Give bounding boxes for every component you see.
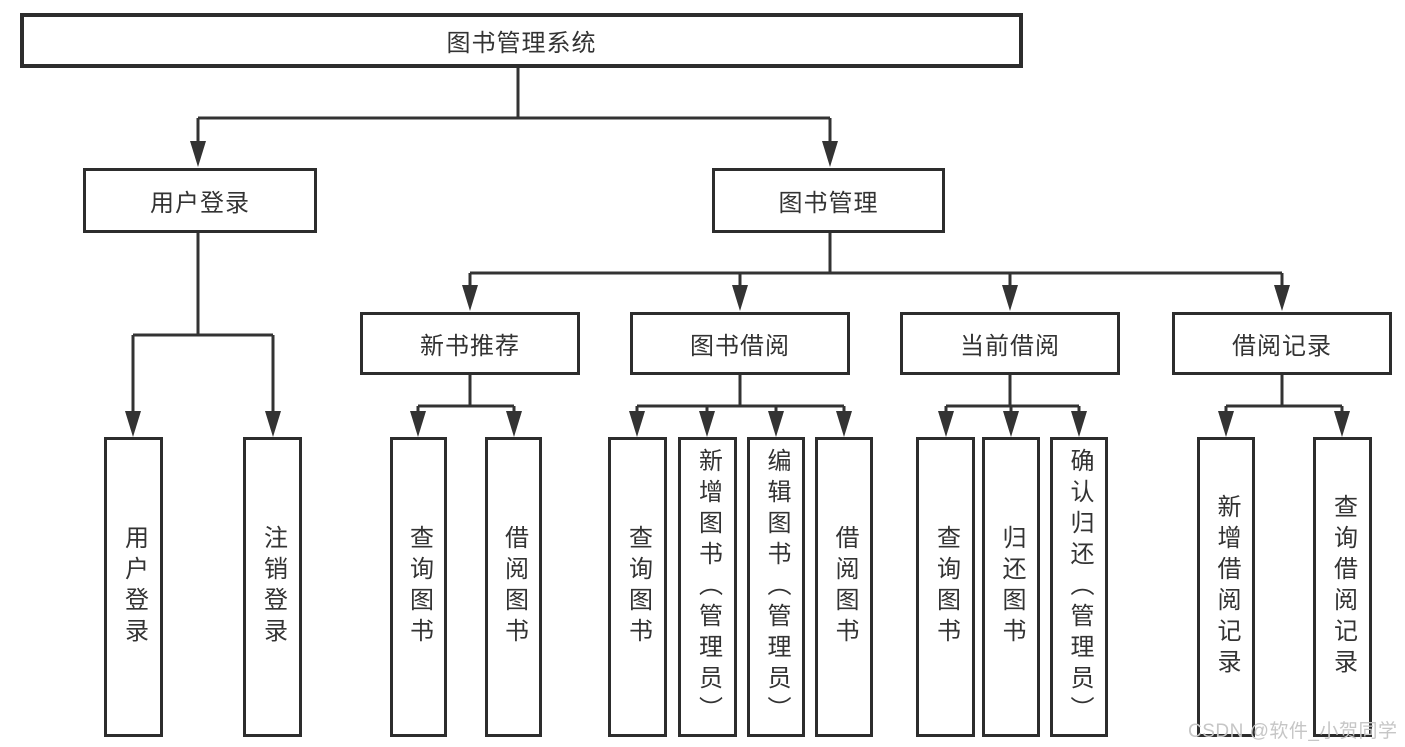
arrowhead-down-icon: [462, 285, 478, 311]
node-label: 借阅图书: [831, 525, 858, 649]
arrowhead-down-icon: [1002, 285, 1018, 311]
node-leaf-query-books-3: 查询图书: [916, 437, 975, 737]
node-label: 查询图书: [405, 525, 433, 649]
node-label: 图书管理系统: [446, 30, 597, 57]
node-label: 归还图书: [998, 525, 1025, 649]
node-borrow-records: 借阅记录: [1172, 312, 1392, 375]
node-leaf-return-books: 归还图书: [982, 437, 1040, 737]
node-label: 新书推荐: [420, 333, 520, 360]
arrowhead-down-icon: [265, 411, 281, 437]
node-label: 查询图书: [932, 525, 960, 649]
node-label: 编辑图书（管理员）: [763, 447, 790, 727]
node-leaf-user-login: 用户登录: [104, 437, 163, 737]
node-leaf-borrow-books-1: 借阅图书: [485, 437, 542, 737]
node-label: 借阅记录: [1232, 333, 1332, 360]
node-user-login: 用户登录: [83, 168, 317, 233]
node-label: 当前借阅: [960, 333, 1060, 360]
node-leaf-edit-books: 编辑图书（管理员）: [747, 437, 805, 737]
csdn-watermark: CSDN @软件_小贺同学: [1188, 721, 1398, 742]
node-root: 图书管理系统: [20, 13, 1023, 68]
arrowhead-down-icon: [1218, 411, 1234, 437]
arrowhead-down-icon: [125, 411, 141, 437]
node-leaf-logout: 注销登录: [243, 437, 302, 737]
node-label: 用户登录: [120, 525, 148, 649]
arrowhead-down-icon: [629, 411, 645, 437]
node-label: 注销登录: [259, 525, 287, 649]
node-new-book-recommend: 新书推荐: [360, 312, 580, 375]
arrowhead-down-icon: [1003, 411, 1019, 437]
node-book-management: 图书管理: [712, 168, 945, 233]
node-label: 新增借阅记录: [1213, 494, 1240, 680]
node-label: 图书借阅: [690, 333, 790, 360]
arrowhead-down-icon: [506, 411, 522, 437]
arrowhead-down-icon: [1274, 285, 1290, 311]
arrowhead-down-icon: [938, 411, 954, 437]
node-leaf-query-books-2: 查询图书: [608, 437, 667, 737]
arrowhead-down-icon: [836, 411, 852, 437]
arrowhead-down-icon: [410, 411, 426, 437]
node-label: 查询借阅记录: [1329, 494, 1357, 680]
node-leaf-add-borrow-record: 新增借阅记录: [1197, 437, 1255, 737]
arrowhead-down-icon: [1334, 411, 1350, 437]
node-book-borrow: 图书借阅: [630, 312, 850, 375]
arrowhead-down-icon: [1071, 411, 1087, 437]
node-leaf-query-books-1: 查询图书: [390, 437, 447, 737]
node-label: 新增图书（管理员）: [694, 447, 722, 727]
node-leaf-borrow-books-2: 借阅图书: [815, 437, 873, 737]
node-label: 用户登录: [150, 190, 250, 217]
arrowhead-down-icon: [822, 141, 838, 167]
node-leaf-add-books: 新增图书（管理员）: [678, 437, 737, 737]
node-label: 借阅图书: [500, 525, 528, 649]
node-label: 查询图书: [624, 525, 652, 649]
node-leaf-query-borrow-record: 查询借阅记录: [1313, 437, 1372, 737]
arrowhead-down-icon: [699, 411, 715, 437]
node-leaf-confirm-return: 确认归还（管理员）: [1050, 437, 1108, 737]
node-label: 确认归还（管理员）: [1066, 447, 1093, 727]
node-current-borrow: 当前借阅: [900, 312, 1120, 375]
arrowhead-down-icon: [768, 411, 784, 437]
node-label: 图书管理: [778, 190, 879, 217]
arrowhead-down-icon: [732, 285, 748, 311]
arrowhead-down-icon: [190, 141, 206, 167]
